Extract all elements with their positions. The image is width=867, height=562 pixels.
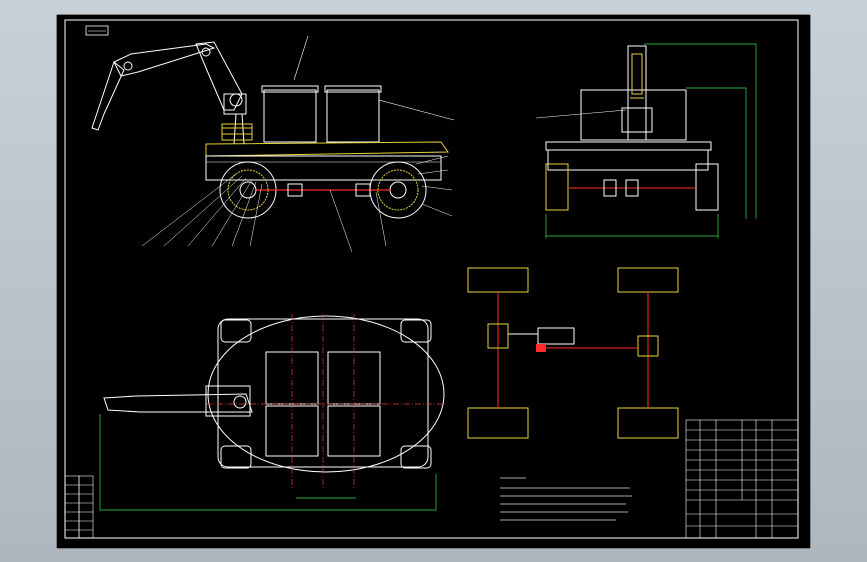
motor-icon	[536, 327, 575, 352]
drawing-sheet	[56, 14, 811, 549]
top-view	[99, 314, 448, 511]
tank-left	[263, 89, 317, 143]
robot-arm-icon	[91, 41, 253, 145]
drive-schematic	[467, 267, 679, 439]
drawing-tag	[85, 25, 109, 36]
drawing-canvas	[56, 14, 811, 549]
title-block	[685, 419, 799, 539]
revision-table	[64, 475, 94, 539]
sheet-border	[64, 19, 799, 539]
tank-right	[326, 89, 380, 143]
side-view	[535, 43, 757, 238]
tech-notes	[500, 477, 632, 521]
front-view	[91, 35, 455, 253]
